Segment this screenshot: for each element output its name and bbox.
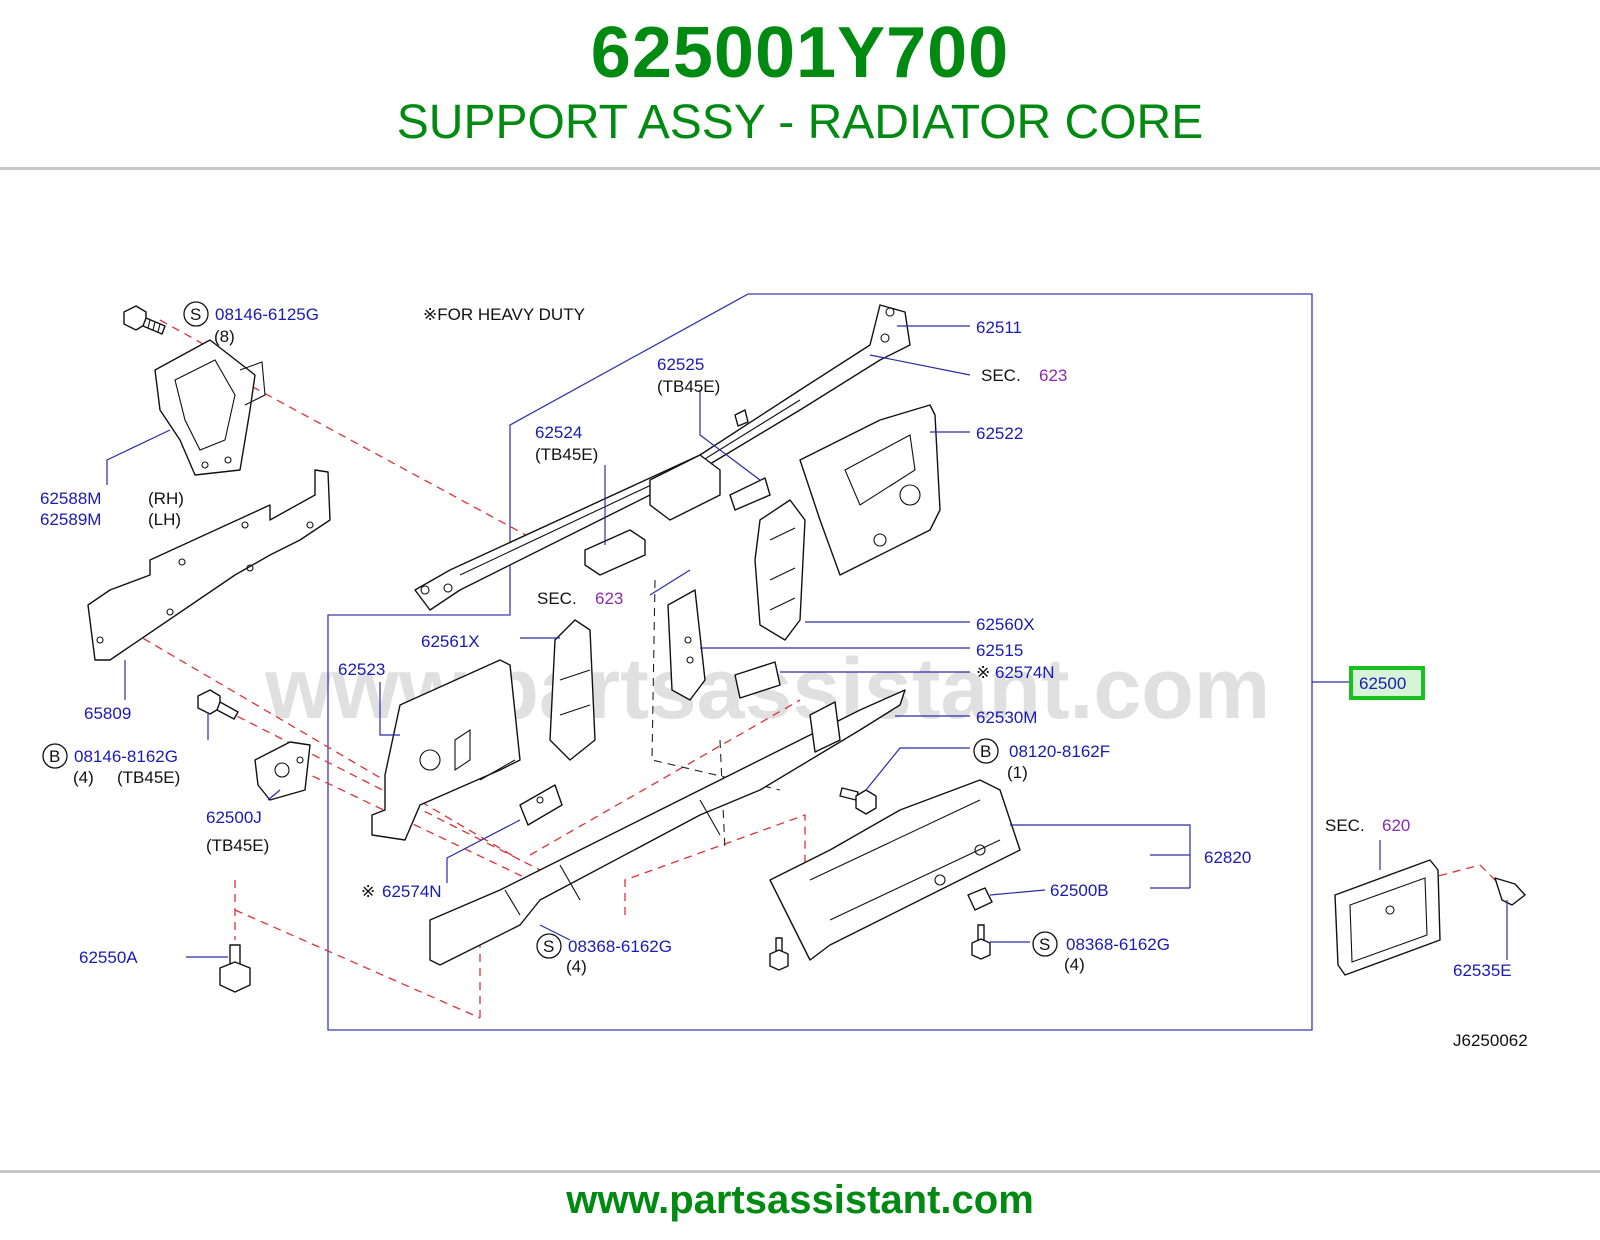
qty-08146-6125g: (8) (214, 327, 235, 346)
callout-62574n-bottom[interactable]: 62574N (382, 882, 442, 901)
callout-62500j[interactable]: 62500J (206, 808, 262, 827)
bolt-08146-8162g-icon (197, 689, 239, 720)
sec-label-620: SEC. (1325, 816, 1365, 835)
assembly-frame (327, 293, 1313, 1031)
clip-62524-icon (584, 454, 721, 576)
callout-08146-8162g[interactable]: 08146-8162G (74, 747, 178, 766)
note-62500j: (TB45E) (206, 836, 269, 855)
clip-62525-icon (729, 409, 771, 511)
s-marker-letter-right: S (1039, 935, 1050, 954)
bracket-62574n-bottom-icon (519, 784, 563, 826)
side-rh: (RH) (148, 489, 184, 508)
bolt-08146-6125g-icon (123, 305, 166, 335)
callout-62523[interactable]: 62523 (338, 660, 385, 679)
callout-62515[interactable]: 62515 (976, 641, 1023, 660)
bolt-08120-8162f-icon (839, 787, 877, 815)
side-panel-62523-icon (371, 659, 521, 841)
callout-62589m[interactable]: 62589M (40, 510, 101, 529)
b-marker-08120-8162f (973, 738, 999, 764)
qty-08368-right: (4) (1064, 955, 1085, 974)
callout-62588m[interactable]: 62588M (40, 489, 101, 508)
leader-lines (106, 325, 1508, 960)
callout-62560x[interactable]: 62560X (976, 615, 1035, 634)
bolt-08368-left-icon (769, 937, 789, 971)
callout-08368-6162g-right[interactable]: 08368-6162G (1066, 935, 1170, 954)
callout-62500-highlighted[interactable]: 62500 (1359, 674, 1406, 693)
mark-62574n-bottom: ※ (361, 882, 375, 901)
bolt-62550a-icon (219, 944, 251, 993)
qty-08368-left: (4) (566, 957, 587, 976)
part-number-title: 625001Y700 (590, 13, 1010, 93)
callout-62561x[interactable]: 62561X (421, 632, 480, 651)
lower-tie-bar-62530m-icon (429, 689, 906, 966)
plate-65809-icon (87, 469, 331, 661)
s-marker-letter-left: S (543, 937, 554, 956)
callout-62511[interactable]: 62511 (976, 318, 1022, 337)
callout-65809[interactable]: 65809 (84, 704, 131, 723)
mark-62574n-top: ※ (976, 663, 990, 682)
heavy-duty-note: ※FOR HEAVY DUTY (423, 305, 585, 324)
stay-62515-icon (667, 589, 706, 701)
drawing-code: J6250062 (1453, 1031, 1528, 1050)
s-marker-08368-left (536, 933, 562, 959)
b-marker-letter-2: B (980, 742, 991, 761)
callout-08368-6162g-left[interactable]: 08368-6162G (568, 937, 672, 956)
footer-url-link[interactable]: www.partsassistant.com (566, 1178, 1034, 1222)
bracket-sec620-icon (1334, 859, 1441, 976)
note-62525: (TB45E) (657, 377, 720, 396)
callout-62535e[interactable]: 62535E (1453, 961, 1512, 980)
footer-divider (0, 1170, 1600, 1173)
callout-62574n-top[interactable]: 62574N (995, 663, 1055, 682)
clip-62500b-icon (967, 887, 993, 911)
sec-623-top-link[interactable]: 623 (1039, 366, 1067, 385)
qty-08120-8162f: (1) (1007, 763, 1028, 782)
stay-62561x-icon (549, 619, 596, 761)
sec-label-top: SEC. (981, 366, 1021, 385)
callout-62525[interactable]: 62525 (657, 355, 704, 374)
callout-62550a[interactable]: 62550A (79, 948, 138, 967)
bracket-62588m-icon (154, 339, 266, 476)
part-description: SUPPORT ASSY - RADIATOR CORE (396, 96, 1204, 149)
clip-62535e-icon (1494, 877, 1526, 906)
callout-62522[interactable]: 62522 (976, 424, 1023, 443)
s-marker-08146-6125g (183, 301, 209, 327)
side-panel-62522-icon (799, 404, 941, 576)
sec-label-mid: SEC. (537, 589, 577, 608)
callout-08120-8162f[interactable]: 08120-8162F (1009, 742, 1110, 761)
bracket-62560x-icon (754, 499, 806, 641)
bracket-62500j-icon (254, 741, 311, 801)
qty-08146-8162g: (4) (73, 768, 94, 787)
b-marker-letter: B (49, 747, 60, 766)
callout-62500b[interactable]: 62500B (1050, 881, 1109, 900)
b-marker-08146-8162g (42, 743, 68, 769)
bolt-08368-right-icon (971, 924, 991, 960)
s-marker-08368-right (1032, 931, 1058, 957)
note-08146-8162g: (TB45E) (117, 768, 180, 787)
callout-62530m[interactable]: 62530M (976, 708, 1037, 727)
callout-62820[interactable]: 62820 (1204, 848, 1251, 867)
sec-620-link[interactable]: 620 (1382, 816, 1410, 835)
callout-08146-6125g[interactable]: 08146-6125G (215, 305, 319, 324)
s-marker-letter: S (190, 305, 201, 324)
side-lh: (LH) (148, 510, 181, 529)
note-62524: (TB45E) (535, 445, 598, 464)
sec-623-mid-link[interactable]: 623 (595, 589, 623, 608)
header-divider (0, 167, 1600, 170)
callout-62524[interactable]: 62524 (535, 423, 582, 442)
bracket-62574n-top-icon (734, 661, 781, 699)
under-cover-62820-icon (769, 779, 1021, 961)
highlight-box-62500 (1349, 666, 1425, 700)
